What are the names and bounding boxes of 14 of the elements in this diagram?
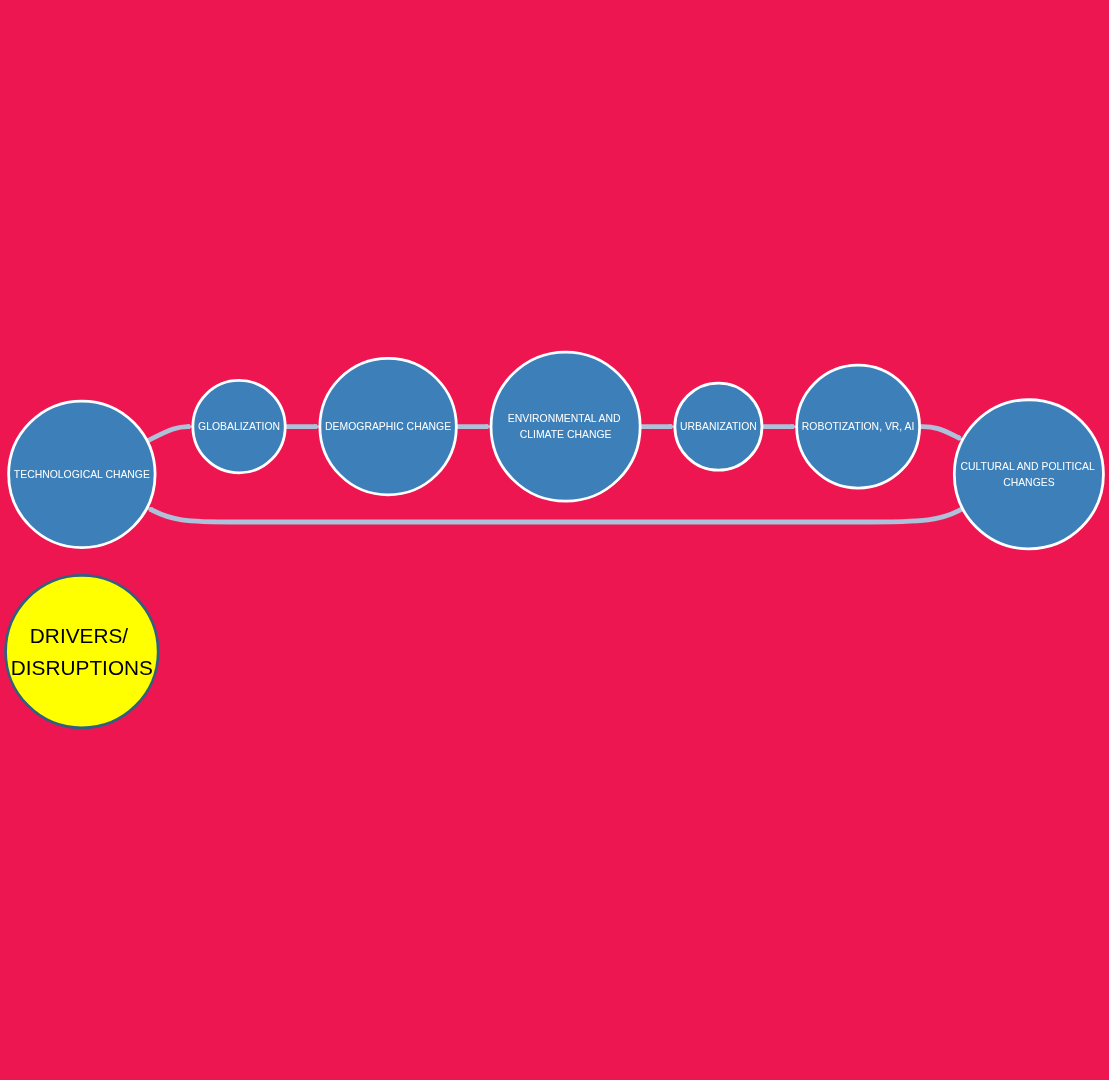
arrow <box>640 423 676 430</box>
node-circle: TECHNOLOGICAL CHANGE <box>7 399 157 549</box>
node-circle: DRIVERS/ DISRUPTIONS <box>4 573 160 730</box>
arrow <box>146 506 964 525</box>
arrow <box>761 423 797 430</box>
node-circle: CULTURAL AND POLITICAL CHANGES <box>952 398 1105 551</box>
node-circle: ENVIRONMENTAL AND CLIMATE CHANGE <box>489 350 642 503</box>
node-circle: GLOBALIZATION <box>191 379 287 475</box>
node-circle: ROBOTIZATION, VR, AI <box>795 363 921 490</box>
arrow <box>285 423 321 430</box>
node-circle: URBANIZATION <box>673 381 764 472</box>
arrow <box>456 423 492 430</box>
arrow <box>919 424 963 441</box>
node-circle: DEMOGRAPHIC CHANGE <box>318 357 458 497</box>
